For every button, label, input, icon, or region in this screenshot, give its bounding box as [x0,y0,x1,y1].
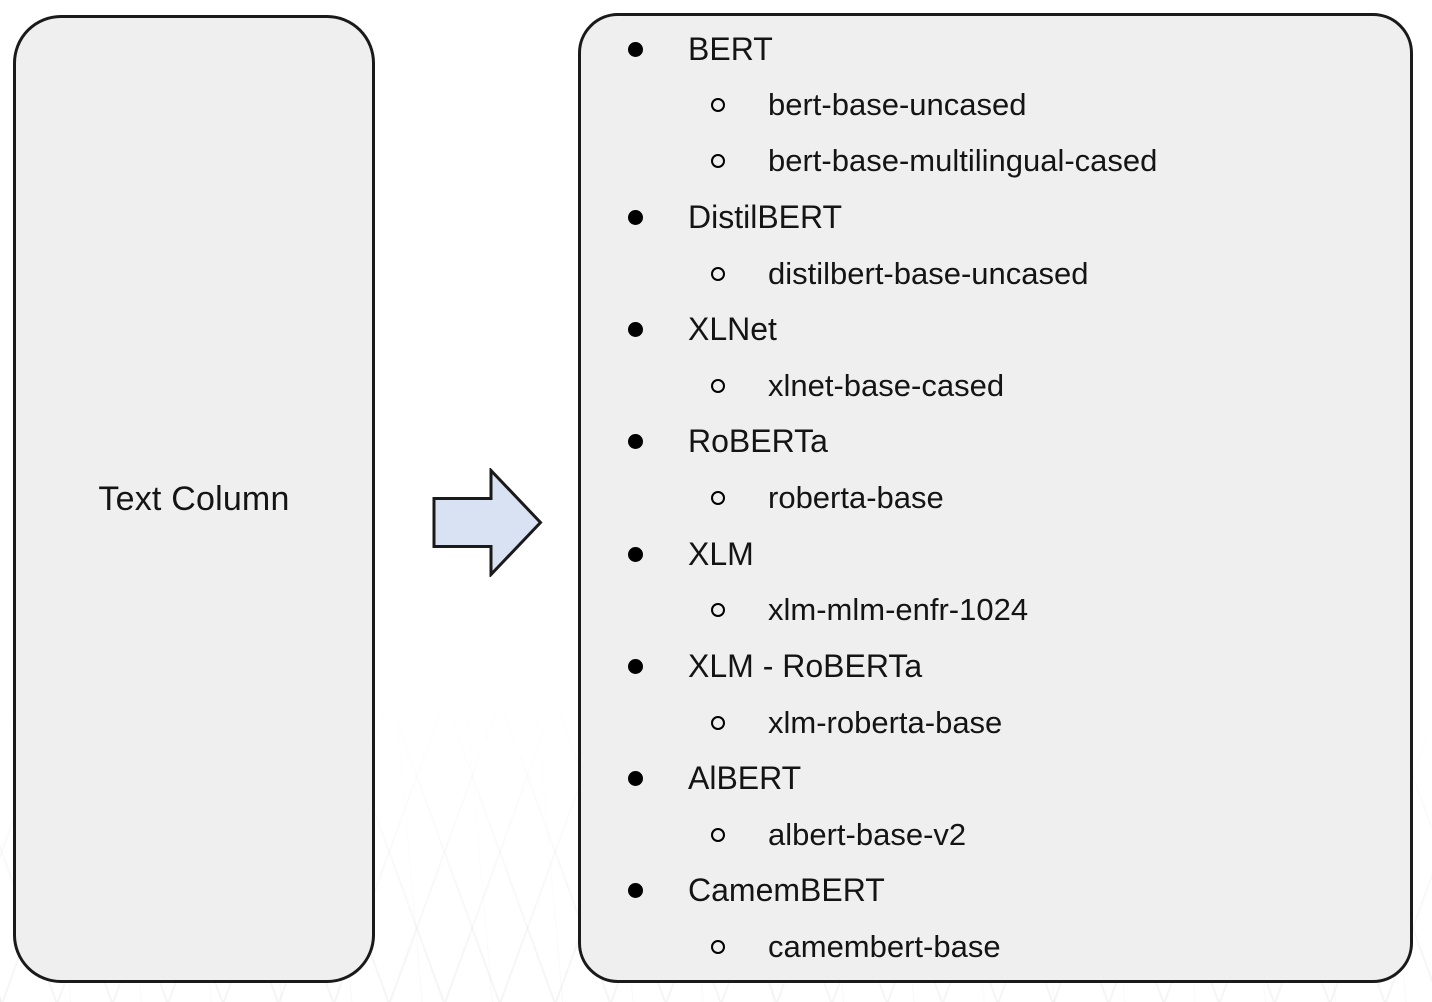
model-label: bert-base-multilingual-cased [768,143,1158,179]
filled-bullet-icon [628,209,643,225]
model-checkpoint-item: bert-base-multilingual-cased [581,133,1410,189]
model-checkpoint-item: albert-base-v2 [581,807,1410,863]
model-family-item: XLM - RoBERTa [581,638,1410,694]
model-family-item: XLM [581,526,1410,582]
hollow-bullet-icon [711,266,725,281]
hollow-bullet-icon [711,715,725,730]
model-label: AlBERT [688,760,802,797]
model-label: xlnet-base-cased [768,367,1005,403]
hollow-bullet-icon [711,491,725,506]
model-label: bert-base-uncased [768,87,1027,123]
model-family-item: AlBERT [581,751,1410,807]
models-list-box: BERT bert-base-uncased bert-base-multili… [578,13,1413,983]
model-checkpoint-item: xlm-mlm-enfr-1024 [581,582,1410,638]
model-checkpoint-item: bert-base-uncased [581,77,1410,133]
model-family-item: CamemBERT [581,863,1410,919]
filled-bullet-icon [628,883,643,899]
right-arrow-icon [432,468,543,577]
model-label: roberta-base [768,480,944,516]
filled-bullet-icon [628,322,643,338]
model-family-item: RoBERTa [581,414,1410,470]
model-label: xlm-roberta-base [768,704,1003,740]
hollow-bullet-icon [711,378,725,393]
filled-bullet-icon [628,771,643,787]
model-label: CamemBERT [688,872,885,909]
model-label: RoBERTa [688,423,828,460]
hollow-bullet-icon [711,154,725,169]
model-family-item: BERT [581,21,1410,77]
model-checkpoint-item: camembert-base [581,919,1410,975]
model-label: distilbert-base-uncased [768,255,1089,291]
model-checkpoint-item: xlm-roberta-base [581,695,1410,751]
model-checkpoint-item: xlnet-base-cased [581,358,1410,414]
model-checkpoint-item: roberta-base [581,470,1410,526]
text-column-label: Text Column [98,479,290,518]
filled-bullet-icon [628,41,643,57]
model-label: DistilBERT [688,198,843,235]
filled-bullet-icon [628,434,643,450]
model-label: xlm-mlm-enfr-1024 [768,592,1029,628]
hollow-bullet-icon [711,98,725,113]
model-label: XLNet [688,311,777,348]
filled-bullet-icon [628,658,643,674]
filled-bullet-icon [628,546,643,562]
text-column-box: Text Column [13,15,375,983]
model-family-item: XLNet [581,302,1410,358]
models-list: BERT bert-base-uncased bert-base-multili… [581,21,1410,975]
model-label: XLM - RoBERTa [688,647,923,684]
model-family-item: DistilBERT [581,189,1410,245]
model-label: XLM [688,535,754,572]
model-checkpoint-item: distilbert-base-uncased [581,246,1410,302]
hollow-bullet-icon [711,827,725,842]
model-label: albert-base-v2 [768,816,967,852]
model-label: camembert-base [768,929,1001,965]
model-label: BERT [688,30,773,67]
hollow-bullet-icon [711,940,725,955]
hollow-bullet-icon [711,603,725,618]
